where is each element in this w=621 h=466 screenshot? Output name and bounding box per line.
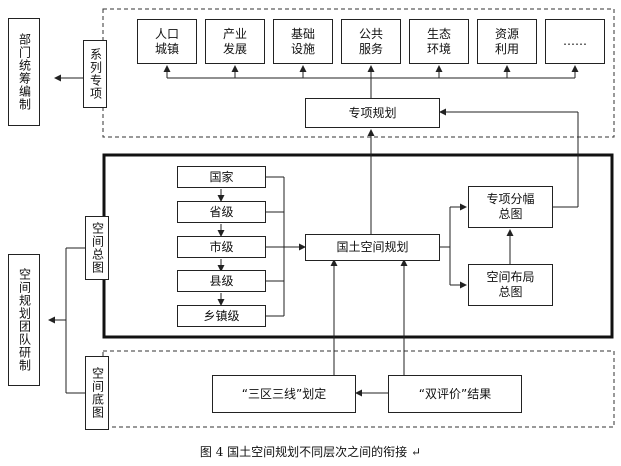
spatial-layout-box: 空间布局 总图 [468,264,553,306]
category-box-industry: 产业 发展 [205,19,265,64]
dept-plan-box: 部门统筹编制 [8,18,40,126]
figure-caption: 图 4 国土空间规划不同层次之间的衔接 ↵ [199,445,422,459]
national-plan-box: 国土空间规划 [305,234,440,261]
category-box-population: 人口 城镇 [137,19,197,64]
level-national: 国家 [177,166,266,188]
category-box-public-service: 公共 服务 [341,19,401,64]
series-special-box: 系列专项 [83,40,107,108]
level-township: 乡镇级 [177,305,266,327]
special-subchart-box: 专项分幅 总图 [468,186,553,228]
dual-eval-box: “双评价”结果 [388,375,522,413]
team-box: 空间规划团队研制 [8,254,40,386]
level-county: 县级 [177,270,266,292]
category-box-ecology: 生态 环境 [409,19,469,64]
spatial-general-box: 空间总图 [85,216,109,280]
level-city: 市级 [177,236,266,258]
special-plan-box: 专项规划 [305,98,440,128]
category-box-infrastructure: 基础 设施 [273,19,333,64]
bottom-dashed-frame [102,350,615,428]
category-box-resources: 资源 利用 [477,19,537,64]
category-box-more: …… [545,19,605,64]
level-provincial: 省级 [177,201,266,223]
spatial-base-box: 空间底图 [85,356,109,430]
three-zones-box: “三区三线”划定 [212,375,356,413]
